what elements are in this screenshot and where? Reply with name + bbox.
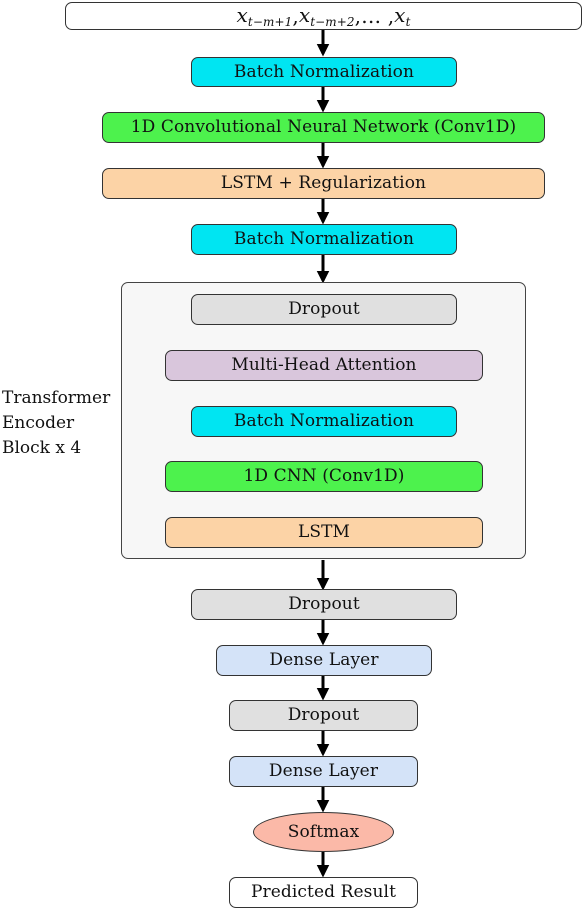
dropout-node-1: Dropout xyxy=(191,589,457,620)
tf-lstm-node: LSTM xyxy=(165,517,483,548)
input-x1: xt−m+1 xyxy=(236,2,293,29)
conv1d-node: 1D Convolutional Neural Network (Conv1D) xyxy=(102,112,545,143)
batch-normalization-node-2: Batch Normalization xyxy=(191,224,457,255)
dense-layer-node-2: Dense Layer xyxy=(229,756,418,787)
lstm-regularization-node: LSTM + Regularization xyxy=(102,168,545,199)
dense-layer-node-1: Dense Layer xyxy=(216,645,432,676)
input-ellipsis: … xyxy=(361,4,382,28)
tf-multi-head-attention-node: Multi-Head Attention xyxy=(165,350,483,381)
predicted-result-node: Predicted Result xyxy=(229,877,418,908)
tf-batch-normalization-node: Batch Normalization xyxy=(191,406,457,437)
transformer-block-label: Transformer Encoder Block x 4 xyxy=(2,388,111,458)
tf-conv1d-node: 1D CNN (Conv1D) xyxy=(165,461,483,492)
softmax-node: Softmax xyxy=(253,812,394,852)
input-x3: xt xyxy=(394,2,411,29)
input-sequence-node: xt−m+1 , xt−m+2 , … , xt xyxy=(65,2,582,30)
input-x2: xt−m+2 xyxy=(298,2,355,29)
tf-dropout-node: Dropout xyxy=(191,294,457,325)
dropout-node-2: Dropout xyxy=(229,700,418,731)
batch-normalization-node: Batch Normalization xyxy=(191,57,457,87)
